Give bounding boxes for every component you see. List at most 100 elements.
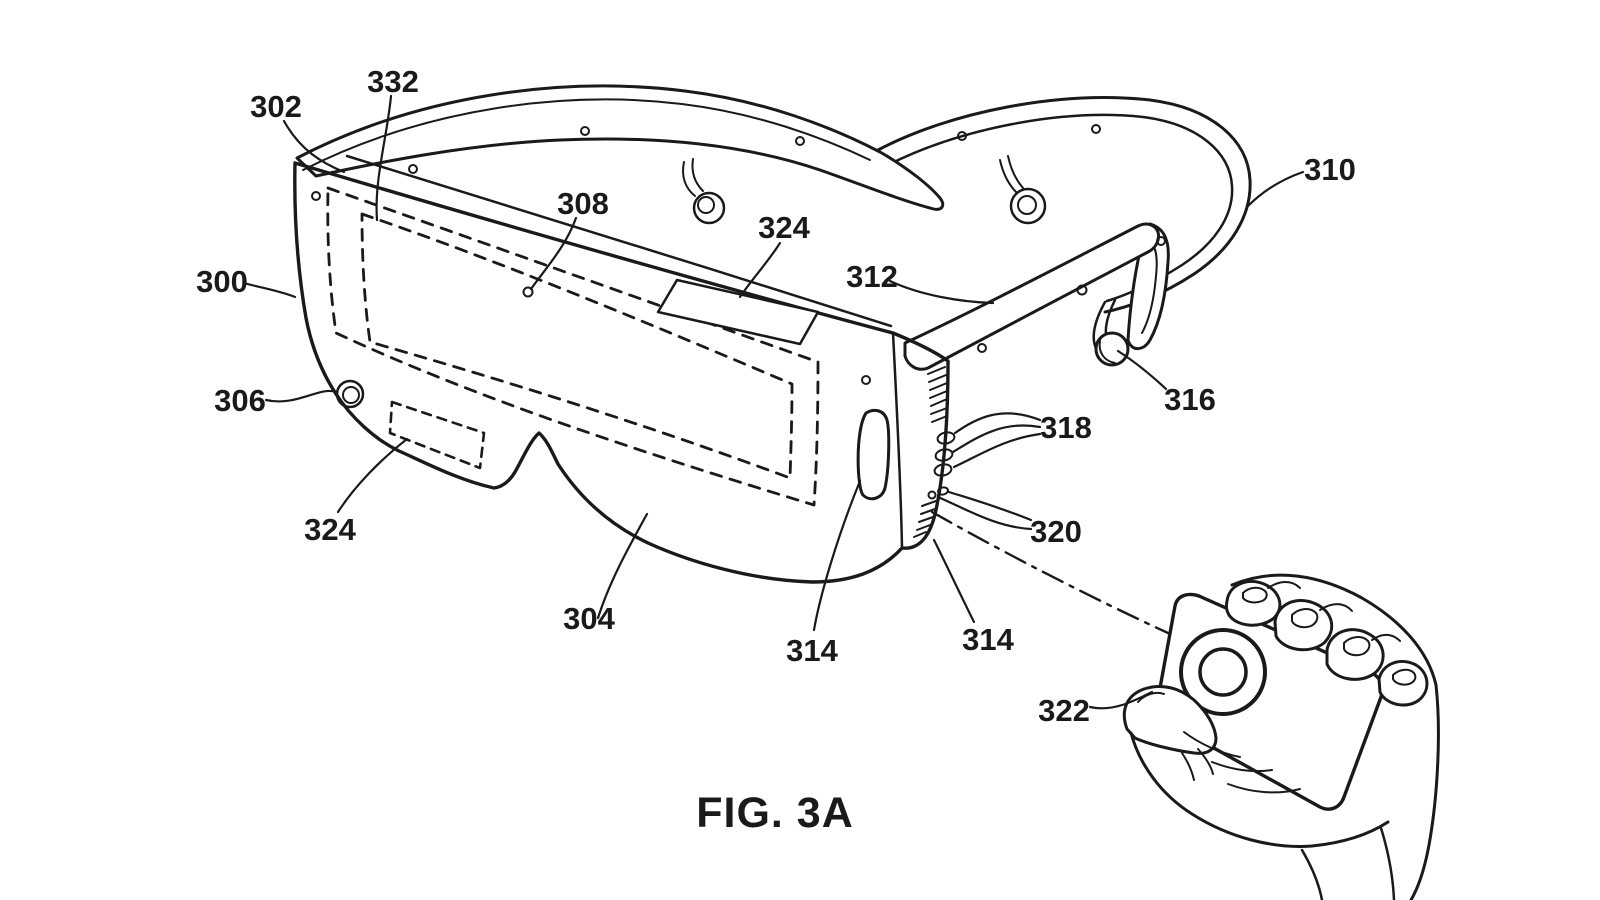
leader-lines: [242, 94, 1305, 710]
display-dashed-outline-group: [326, 186, 820, 507]
leader-314-right: [932, 538, 976, 624]
vent-tick: [929, 390, 948, 399]
ref-label-302: 302: [250, 89, 302, 124]
camera-306-inner: [342, 386, 360, 404]
left-earbud-inner: [697, 196, 715, 214]
hand-group: [1122, 573, 1440, 900]
top-band-inner-line: [302, 98, 871, 171]
ref-label-320: 320: [1030, 514, 1082, 549]
leader-324-left: [336, 437, 409, 514]
finger-pinky: [1377, 660, 1429, 707]
vent-tick: [920, 508, 936, 515]
visor-screw-strip: [408, 164, 418, 174]
ref-label-308: 308: [557, 186, 609, 221]
vent-tick: [930, 398, 948, 407]
wrist-line-a: [1300, 848, 1324, 900]
thumb-crease-a: [1181, 752, 1195, 781]
ref-label-332: 332: [367, 64, 419, 99]
camera-306-outer: [335, 379, 365, 409]
left-earbud-outer: [692, 191, 726, 225]
reference-labels: 300 302 304 306 308 310 312 314 314 316 …: [196, 64, 1356, 728]
visor-top-strip-line: [345, 154, 893, 328]
leader-324-top: [738, 241, 782, 299]
ref-label-312: 312: [846, 259, 898, 294]
right-earbud-detail: [1098, 340, 1116, 364]
left-earphone-stem-b: [691, 158, 704, 192]
finger-pinky-nail: [1392, 668, 1417, 686]
side-buttons-318: [933, 431, 956, 477]
vent-tick: [931, 415, 948, 423]
ring-earphone-stem-b: [1007, 155, 1024, 189]
ref-label-324-top: 324: [758, 210, 810, 245]
thumb: [1122, 685, 1218, 755]
leader-320-b: [936, 495, 1033, 531]
remote-clickwheel-outer: [1179, 628, 1267, 716]
headband-inner-edge: [888, 113, 1234, 303]
palm-crease-a: [1211, 761, 1273, 773]
wrist-line-b: [1379, 826, 1396, 900]
ring-earphone-stem-a: [999, 159, 1018, 194]
ref-label-314-right: 314: [962, 622, 1014, 657]
leader-318-a: [953, 412, 1042, 435]
leader-314-left: [812, 479, 862, 632]
ref-label-324-left: 324: [304, 512, 356, 547]
palm-bottom-contour: [1129, 731, 1390, 848]
visor-outline: [293, 161, 950, 584]
vent-tick: [928, 374, 947, 383]
headband-screw-left: [957, 131, 967, 141]
finger-middle-nail: [1291, 608, 1319, 629]
ref-label-310: 310: [1304, 152, 1356, 187]
ref-label-304: 304: [563, 601, 615, 636]
leader-322: [1088, 690, 1154, 710]
visor-screw-topleft: [311, 191, 321, 201]
leader-312: [888, 279, 995, 305]
thumb-crease-b: [1197, 748, 1214, 775]
sensor-window-dashed: [388, 400, 486, 470]
side-button: [934, 448, 954, 462]
headband-outer-edge: [876, 96, 1252, 314]
side-vent-upper: [927, 366, 948, 423]
vent-tick: [916, 524, 931, 531]
top-panel-324: [656, 278, 820, 346]
ring-earphone-outer: [1009, 187, 1047, 225]
side-port-320: [927, 486, 949, 500]
port-dot: [927, 490, 937, 500]
headband-screw-right: [1091, 124, 1101, 134]
finger-ring-nail: [1343, 636, 1371, 657]
leader-308: [529, 216, 578, 291]
temple-arm-group: [903, 222, 1170, 371]
remote-clickwheel-inner: [1198, 647, 1248, 697]
band-screw-left: [580, 126, 590, 136]
ref-label-314-left: 314: [786, 633, 838, 668]
visor-screw-308: [522, 286, 534, 298]
visor-screw-right: [861, 375, 871, 385]
top-band-body: [295, 84, 945, 211]
leader-306: [264, 389, 338, 403]
leader-318-b: [951, 424, 1042, 454]
leader-300: [242, 281, 297, 299]
vent-tick: [913, 531, 927, 538]
ref-label-322: 322: [1038, 693, 1090, 728]
palm-crease-b: [1227, 783, 1301, 794]
leader-304: [596, 512, 649, 620]
side-button: [936, 431, 956, 445]
leader-310: [1246, 170, 1305, 208]
vent-tick: [918, 516, 934, 523]
palm-crease-c: [1183, 731, 1241, 758]
temple-end-bar: [1126, 222, 1170, 351]
display-inner-dashed: [360, 212, 794, 480]
finger-index-nail: [1242, 586, 1268, 604]
ref-label-300: 300: [196, 264, 248, 299]
temple-end-screw: [1156, 236, 1166, 246]
finger-middle: [1273, 598, 1334, 652]
temple-arm-screw-mid: [1076, 284, 1088, 296]
strap-slot: [856, 408, 891, 501]
temple-arm-screw-left: [977, 343, 987, 353]
visor-group: [293, 154, 956, 584]
top-band-group: [295, 84, 1047, 225]
leader-332: [375, 94, 393, 222]
wireless-link-line: [930, 510, 1170, 635]
hand-back-contour: [1230, 573, 1440, 900]
